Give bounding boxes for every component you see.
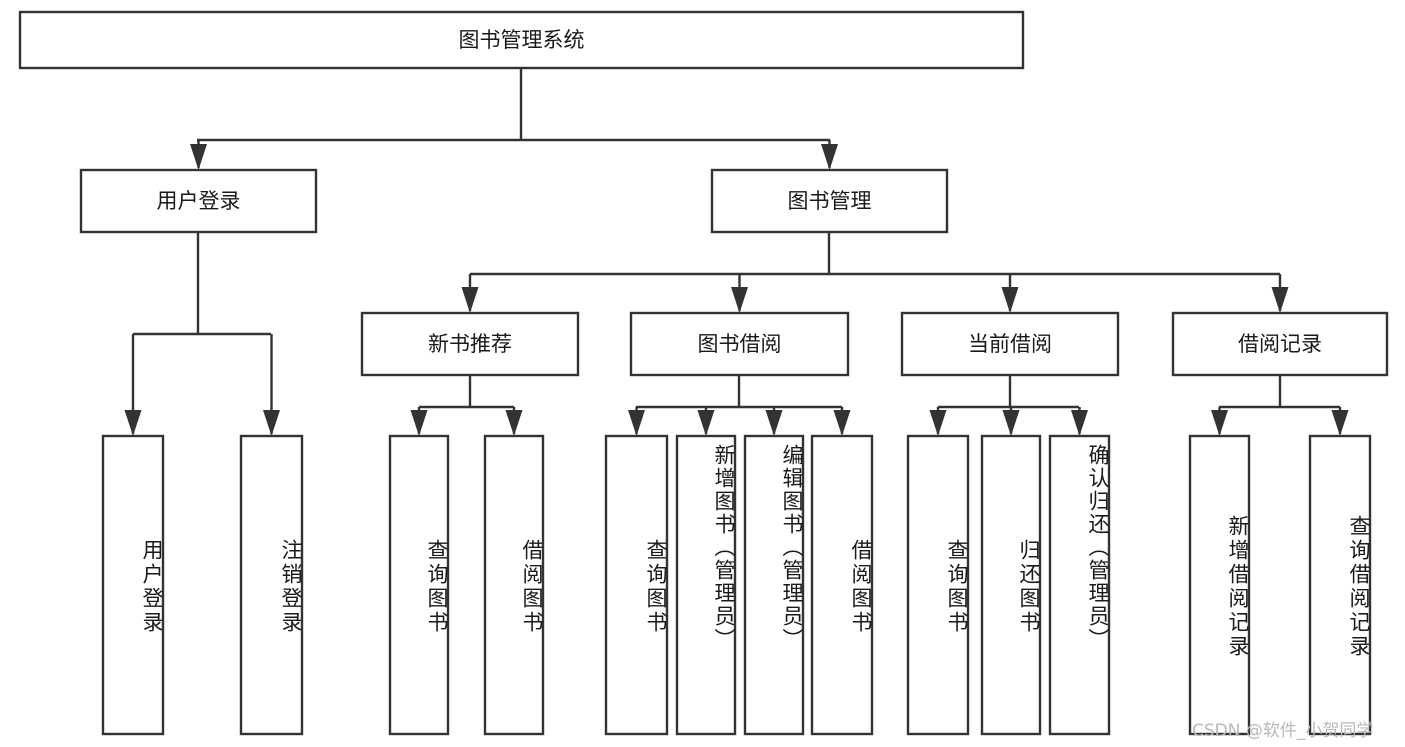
node-leaf-query-book-cur[interactable] — [906, 434, 970, 736]
arrow-head-icon — [190, 144, 207, 170]
boxes-layer — [18, 10, 1389, 736]
node-leaf-logout[interactable] — [239, 434, 304, 736]
node-user-login[interactable] — [79, 168, 318, 234]
node-new-book-rec-label: 新书推荐 — [428, 332, 512, 356]
node-borrow-record-label: 借阅记录 — [1238, 332, 1322, 356]
node-leaf-confirm-return[interactable] — [1048, 434, 1111, 736]
node-book-manage[interactable] — [710, 168, 949, 234]
node-borrow-record[interactable] — [1171, 311, 1389, 377]
arrow-head-icon — [833, 410, 851, 436]
node-book-borrow-label: 图书借阅 — [698, 332, 782, 356]
arrow-head-icon — [1331, 410, 1349, 436]
node-leaf-return-book[interactable] — [980, 434, 1042, 736]
node-root-label: 图书管理系统 — [459, 28, 585, 52]
arrow-head-icon — [821, 144, 838, 170]
arrow-head-icon — [410, 410, 428, 436]
node-leaf-edit-book[interactable] — [743, 434, 805, 736]
node-leaf-user-login[interactable] — [101, 434, 165, 736]
arrow-head-icon — [461, 287, 479, 313]
arrow-head-icon — [929, 410, 947, 436]
node-new-book-rec[interactable] — [360, 311, 580, 377]
arrow-head-icon — [1001, 287, 1019, 313]
arrow-head-icon — [1002, 410, 1020, 436]
arrow-head-icon — [263, 410, 280, 436]
arrow-head-icon — [1071, 410, 1088, 436]
arrow-head-icon — [628, 410, 645, 436]
node-leaf-query-book[interactable] — [604, 434, 669, 736]
node-root[interactable] — [18, 10, 1025, 70]
arrow-head-icon — [124, 410, 142, 436]
node-current-borrow[interactable] — [900, 311, 1120, 377]
node-book-manage-label: 图书管理 — [788, 189, 872, 213]
arrow-head-icon — [697, 410, 715, 436]
node-leaf-borrow-book[interactable] — [810, 434, 874, 736]
node-leaf-query-book-rec[interactable] — [388, 434, 450, 736]
node-leaf-add-book[interactable] — [675, 434, 737, 736]
node-current-borrow-label: 当前借阅 — [968, 332, 1052, 356]
arrow-head-icon — [765, 410, 783, 436]
arrow-head-icon — [731, 287, 748, 313]
connectors-layer — [124, 68, 1349, 436]
node-leaf-add-record[interactable] — [1188, 434, 1251, 736]
node-leaf-query-record[interactable] — [1308, 434, 1372, 736]
arrow-head-icon — [1211, 410, 1228, 436]
node-user-login-label: 用户登录 — [157, 189, 241, 213]
arrow-head-icon — [505, 410, 523, 436]
node-leaf-borrow-book-rec[interactable] — [483, 434, 545, 736]
arrow-head-icon — [1271, 287, 1289, 313]
node-book-borrow[interactable] — [629, 311, 850, 377]
